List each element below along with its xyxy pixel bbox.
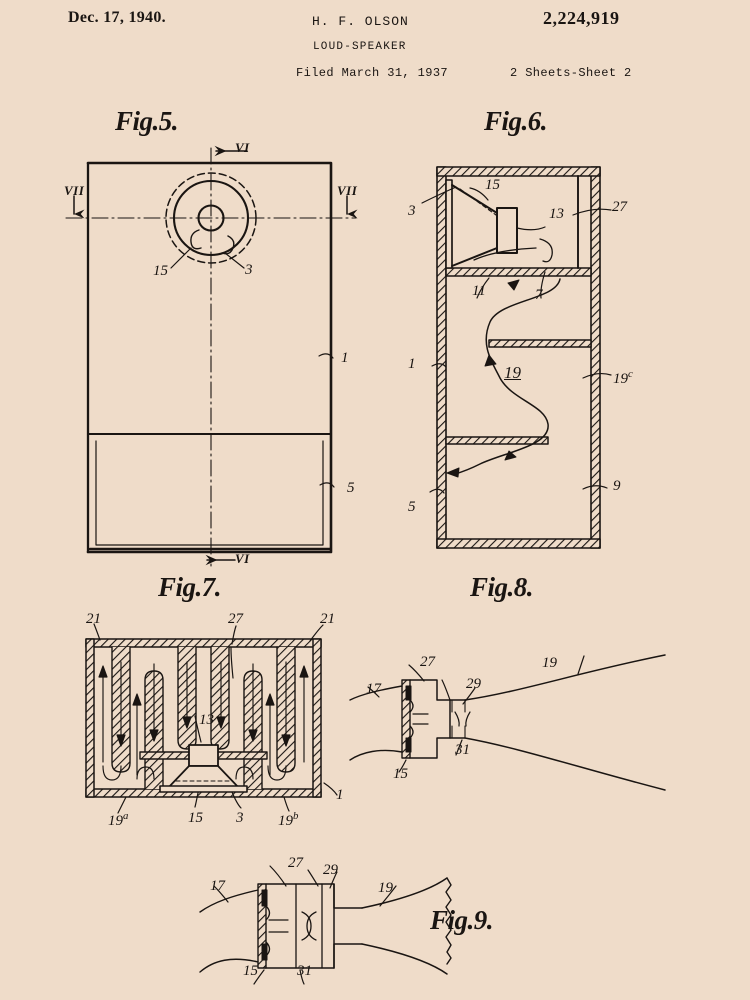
fig6-numeral-9: 9 <box>613 478 621 494</box>
fig7-numeral-21-right: 21 <box>320 611 335 627</box>
fig9-numeral-29: 29 <box>323 862 338 878</box>
fig9-numeral-17: 17 <box>210 878 225 894</box>
fig7-numeral-19a: 19a <box>108 810 128 830</box>
fig7-numeral-27: 27 <box>228 611 243 627</box>
fig8-numeral-31: 31 <box>455 742 470 758</box>
fig5-section-line-vi-bottom: VI <box>235 551 250 566</box>
fig6-numeral-1: 1 <box>408 356 416 372</box>
fig9-numeral-19: 19 <box>378 880 393 896</box>
fig5-numeral-1: 1 <box>341 350 349 366</box>
fig5-section-line-vii-left: VII <box>64 183 85 198</box>
fig6-numeral-11: 11 <box>472 283 486 299</box>
header-sheet-count: 2 Sheets-Sheet 2 <box>510 66 632 80</box>
fig9-caption: Fig.9. <box>430 905 494 935</box>
fig7-numeral-3: 3 <box>236 810 244 826</box>
fig9-numeral-31: 31 <box>297 963 312 979</box>
header-title: LOUD-SPEAKER <box>313 41 407 53</box>
fig9-drawing <box>199 865 452 985</box>
fig6-caption: Fig.6. <box>484 106 548 136</box>
fig6-numeral-19c-suffix: c <box>628 368 633 380</box>
fig7-numeral-21-left: 21 <box>86 611 101 627</box>
fig8-numeral-27: 27 <box>420 654 435 670</box>
fig5-numeral-3: 3 <box>245 262 253 278</box>
fig6-numeral-3: 3 <box>408 203 416 219</box>
fig7-numeral-15: 15 <box>188 810 203 826</box>
fig6-drawing <box>421 166 612 549</box>
fig5-section-line-vi-top: VI <box>235 140 250 155</box>
header-inventor: H. F. OLSON <box>312 14 409 29</box>
fig6-numeral-15: 15 <box>485 177 500 193</box>
fig8-numeral-17: 17 <box>366 681 381 697</box>
fig7-numeral-19a-base: 19 <box>108 813 123 829</box>
fig8-numeral-15: 15 <box>393 766 408 782</box>
fig5-caption: Fig.5. <box>115 106 179 136</box>
fig7-numeral-19b-base: 19 <box>278 813 293 829</box>
fig7-numeral-19b: 19b <box>278 810 298 830</box>
fig6-numeral-7: 7 <box>535 287 543 303</box>
fig6-numeral-27: 27 <box>612 199 627 215</box>
fig9-numeral-27: 27 <box>288 855 303 871</box>
header-patent-number: 2,224,919 <box>543 8 620 28</box>
fig7-caption: Fig.7. <box>158 572 222 602</box>
fig7-numeral-19a-suffix: a <box>123 810 129 822</box>
fig5-drawing <box>65 145 358 567</box>
fig8-numeral-29: 29 <box>466 676 481 692</box>
fig7-numeral-1: 1 <box>336 787 344 803</box>
header-filed-date: Filed March 31, 1937 <box>296 66 449 80</box>
fig6-numeral-19c-base: 19 <box>613 371 628 387</box>
fig5-numeral-15: 15 <box>153 263 168 279</box>
fig9-numeral-15: 15 <box>243 963 258 979</box>
fig6-numeral-19: 19 <box>504 363 521 382</box>
fig6-numeral-13: 13 <box>549 206 564 222</box>
header-date: Dec. 17, 1940. <box>68 9 166 26</box>
fig5-numeral-5: 5 <box>347 480 355 496</box>
fig7-numeral-19b-suffix: b <box>293 810 299 822</box>
fig5-section-line-vii-right: VII <box>337 183 358 198</box>
fig6-numeral-5: 5 <box>408 499 416 515</box>
fig6-numeral-19c: 19c <box>613 368 633 388</box>
fig7-numeral-13: 13 <box>199 712 214 728</box>
fig8-caption: Fig.8. <box>470 572 534 602</box>
fig8-numeral-19: 19 <box>542 655 557 671</box>
